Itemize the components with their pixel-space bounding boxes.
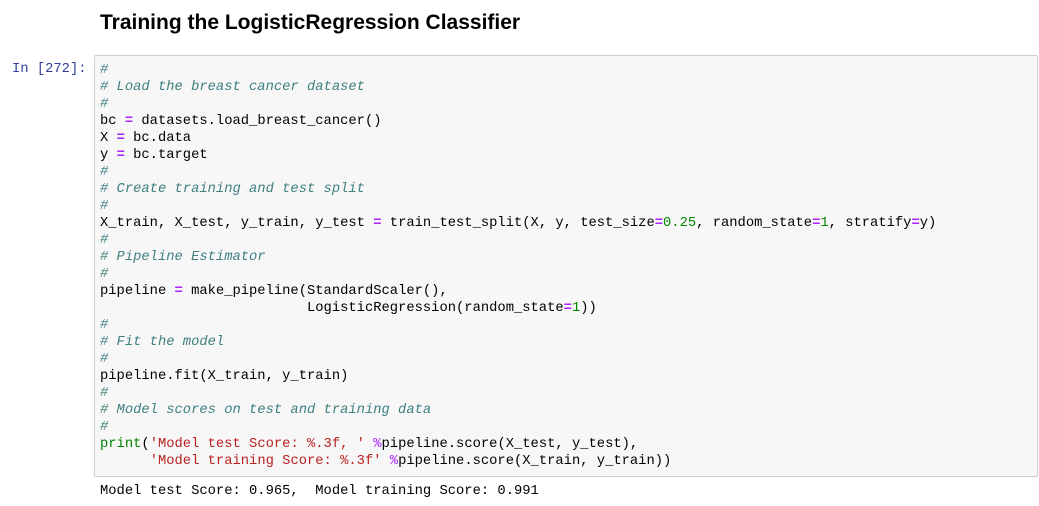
code-line: # (100, 351, 936, 368)
code-token: # (100, 267, 109, 282)
code-line: # (100, 317, 936, 334)
code-line: # (100, 419, 936, 436)
code-token: print (100, 437, 142, 452)
code-token: # (100, 233, 109, 248)
code-token: 0.25 (663, 216, 697, 231)
code-token: y) (919, 216, 937, 231)
code-token: # Pipeline Estimator (100, 250, 266, 265)
code-line: # (100, 164, 936, 181)
code-token: , stratify (828, 216, 912, 231)
code-token: )) (580, 301, 597, 316)
code-token: 'Model test Score: %.3f, ' (149, 437, 365, 452)
code-line: LogisticRegression(random_state=1)) (100, 300, 936, 317)
code-token: pipeline.score(X_test, y_test), (381, 437, 639, 452)
code-token: # (100, 199, 109, 214)
code-token: = (563, 301, 572, 316)
code-line: # Create training and test split (100, 181, 936, 198)
code-token: ( (141, 437, 150, 452)
code-line: # (100, 385, 936, 402)
code-token: make_pipeline(StandardScaler(), (182, 284, 448, 299)
code-line: # Model scores on test and training data (100, 402, 936, 419)
code-line: X = bc.data (100, 130, 936, 147)
code-token: = (116, 131, 125, 146)
code-token: # (100, 420, 109, 435)
code-token: X_train, X_test, y_train, y_test (100, 216, 374, 231)
code-token: # (100, 352, 109, 367)
code-line: # (100, 62, 936, 79)
code-token: % (389, 454, 399, 469)
code-token: pipeline (100, 284, 175, 299)
code-line: bc = datasets.load_breast_cancer() (100, 113, 936, 130)
code-line: print('Model test Score: %.3f, ' %pipeli… (100, 436, 936, 453)
cell-output: Model test Score: 0.965, Model training … (100, 484, 539, 499)
code-token: 1 (820, 216, 829, 231)
code-token: bc.data (124, 131, 192, 146)
code-token (382, 454, 390, 469)
code-token: train_test_split(X, y, test_size (381, 216, 655, 231)
code-token: # (100, 97, 109, 112)
code-token: # Fit the model (100, 335, 225, 350)
code-token: 1 (571, 301, 581, 316)
code-token: = (174, 284, 183, 299)
code-token: = (654, 216, 664, 231)
code-token: , random_state (696, 216, 813, 231)
code-token: = (911, 216, 920, 231)
code-token: # (100, 318, 109, 333)
code-token: # (100, 63, 109, 78)
code-token: y (100, 148, 117, 163)
code-line: # Load the breast cancer dataset (100, 79, 936, 96)
code-token: datasets.load_breast_cancer() (133, 114, 382, 129)
code-token: X (100, 131, 117, 146)
code-line: # Pipeline Estimator (100, 249, 936, 266)
code-line: # (100, 96, 936, 113)
code-token: # (100, 165, 109, 180)
code-line: 'Model training Score: %.3f' %pipeline.s… (100, 453, 936, 470)
code-token: bc.target (124, 148, 208, 163)
code-token (365, 437, 373, 452)
code-token: # Create training and test split (100, 182, 365, 197)
code-line: pipeline.fit(X_train, y_train) (100, 368, 936, 385)
code-token: # (100, 386, 109, 401)
code-line: # (100, 198, 936, 215)
code-token: 'Model training Score: %.3f' (149, 454, 382, 469)
section-heading: Training the LogisticRegression Classifi… (100, 11, 521, 34)
code-token: = (116, 148, 125, 163)
code-line: pipeline = make_pipeline(StandardScaler(… (100, 283, 936, 300)
input-prompt: In [272]: (12, 62, 87, 77)
code-cell[interactable]: ## Load the breast cancer dataset#bc = d… (94, 55, 1038, 477)
code-token: = (124, 114, 134, 129)
code-token (100, 454, 150, 469)
code-token: LogisticRegression(random_state (100, 301, 564, 316)
code-token: = (373, 216, 382, 231)
code-token: = (812, 216, 821, 231)
code-line: # (100, 266, 936, 283)
code-token: # Load the breast cancer dataset (100, 80, 365, 95)
code-editor[interactable]: ## Load the breast cancer dataset#bc = d… (100, 62, 936, 470)
code-token: pipeline.fit(X_train, y_train) (100, 369, 349, 384)
code-line: y = bc.target (100, 147, 936, 164)
code-token: # Model scores on test and training data (100, 403, 432, 418)
code-line: # Fit the model (100, 334, 936, 351)
code-token: pipeline.score(X_train, y_train)) (398, 454, 672, 469)
code-token: bc (100, 114, 125, 129)
code-line: # (100, 232, 936, 249)
code-line: X_train, X_test, y_train, y_test = train… (100, 215, 936, 232)
code-token: % (373, 437, 382, 452)
